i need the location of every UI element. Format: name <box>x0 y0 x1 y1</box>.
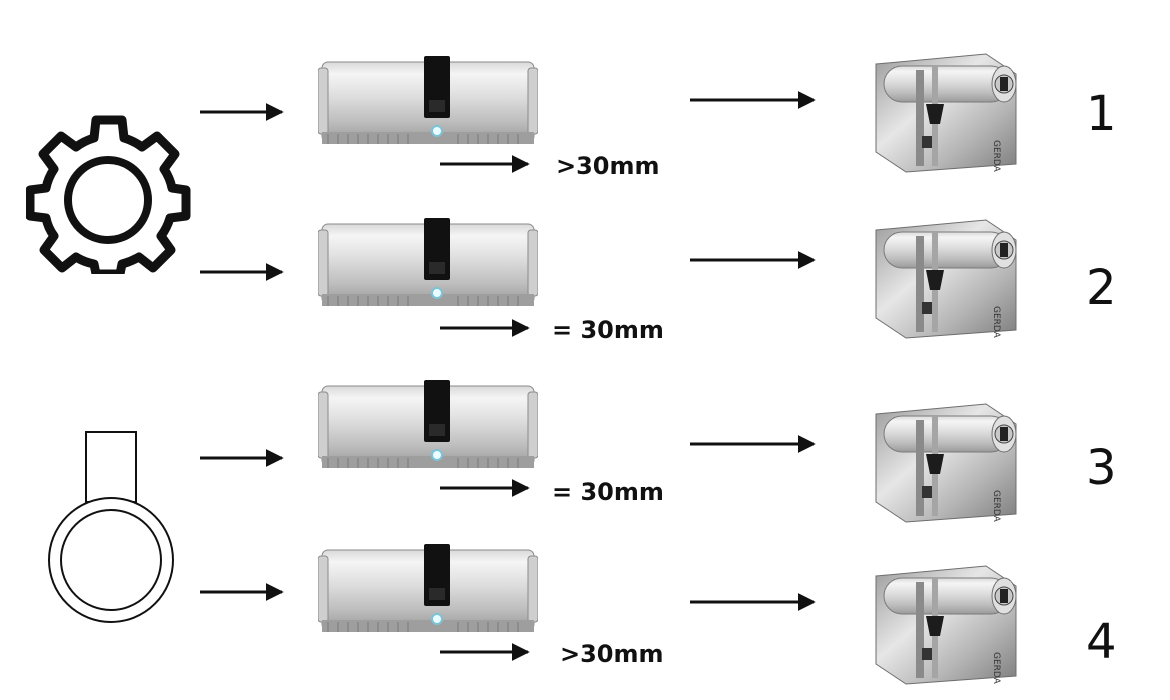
lock-cylinder-product-image <box>875 403 1017 524</box>
arrow-icon <box>690 91 816 109</box>
lock-cylinder-product-image <box>875 53 1017 174</box>
row-number: 4 <box>1086 614 1117 670</box>
arrow-icon <box>200 449 284 467</box>
euro-cylinder-image <box>318 543 538 633</box>
row-number: 3 <box>1086 440 1117 496</box>
arrow-icon <box>690 251 816 269</box>
arrow-icon <box>200 103 284 121</box>
euro-cylinder-image <box>318 379 538 469</box>
dimension-arrow-icon <box>440 479 530 497</box>
dimension-arrow-icon <box>440 319 530 337</box>
dimension-arrow-icon <box>440 643 530 661</box>
row-number: 1 <box>1086 86 1117 142</box>
dimension-label: >30mm <box>560 640 664 668</box>
arrow-icon <box>200 263 284 281</box>
arrow-icon <box>690 435 816 453</box>
lock-cylinder-product-image <box>875 219 1017 340</box>
row-number: 2 <box>1086 260 1117 316</box>
lock-cylinder-product-image <box>875 565 1017 686</box>
dimension-label: = 30mm <box>552 316 664 344</box>
dimension-label: = 30mm <box>552 478 664 506</box>
arrow-icon <box>200 583 284 601</box>
euro-cylinder-image <box>318 217 538 307</box>
dimension-arrow-icon <box>440 155 530 173</box>
gear-icon <box>26 115 191 274</box>
dimension-label: >30mm <box>556 152 660 180</box>
arrow-icon <box>690 593 816 611</box>
euro-cylinder-image <box>318 55 538 145</box>
thumb-turn-knob-icon <box>48 431 174 623</box>
